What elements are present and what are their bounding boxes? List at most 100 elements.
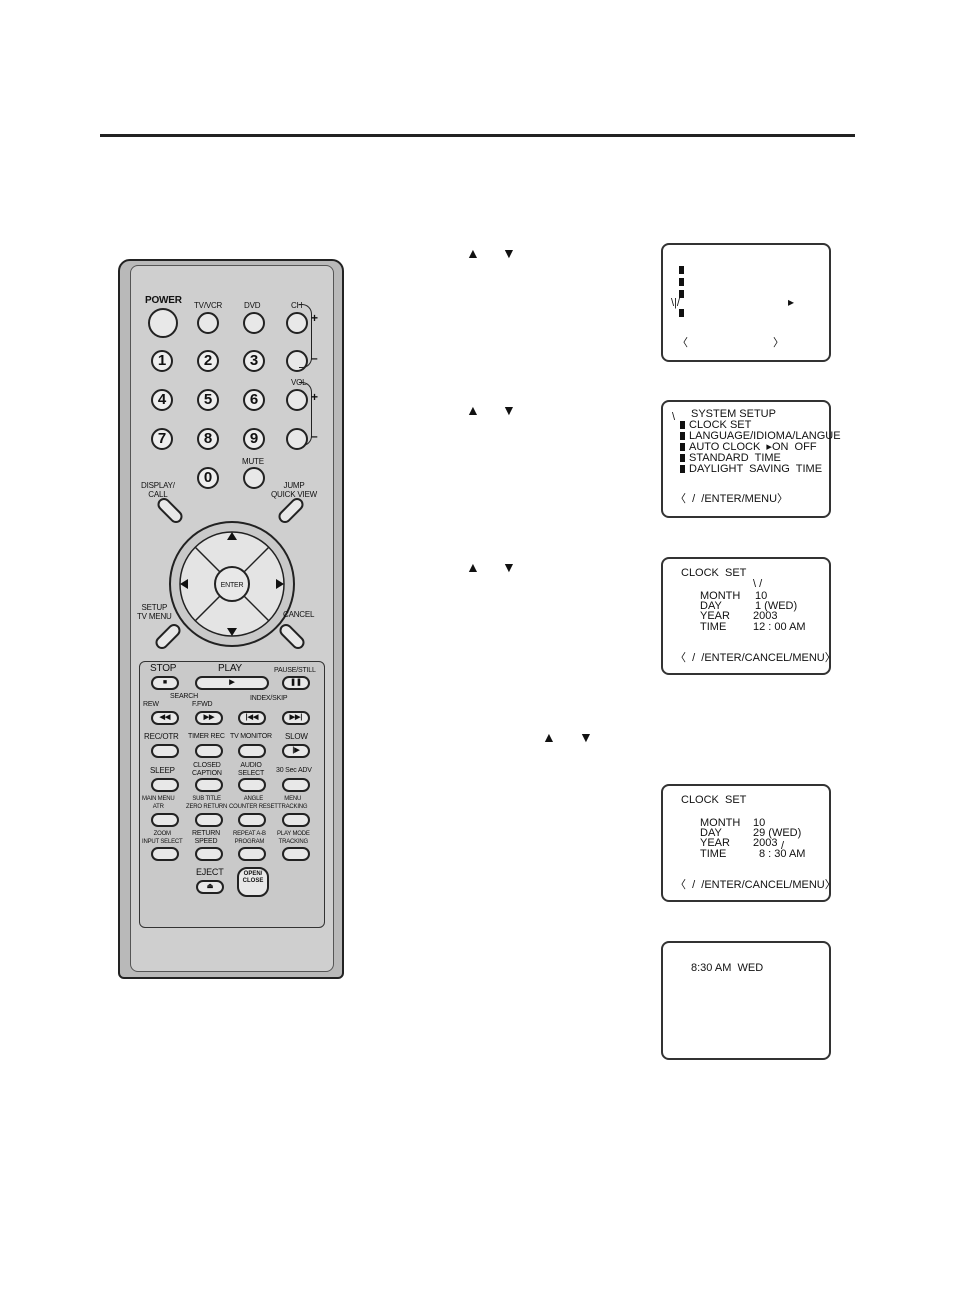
digit-6-button[interactable]: 6 [243,389,265,411]
year-value: 2003 [753,837,778,849]
menu-tracking-button[interactable] [282,813,310,827]
zoom-button[interactable] [151,847,179,861]
repeat-button[interactable] [238,847,266,861]
day-value: 29 (WED) [753,827,802,839]
audio-select-button[interactable] [238,778,266,792]
year-label: YEAR [700,610,730,622]
eject-label: EJECT [196,867,224,877]
tvvcr-button[interactable] [197,312,219,334]
digit-3-button[interactable]: 3 [243,350,265,372]
screen-clock-set-initial: CLOCK SET MONTH DAY YEAR TIME 10 1 (WED)… [661,557,836,675]
time-value: 8 : 30 AM [759,848,806,860]
rec-otr-button[interactable] [151,744,179,758]
digit-0-button[interactable]: 0 [197,467,219,489]
screen-menu-blank: \|/ ▸ 〈 〉 [661,243,831,362]
nav-left-icon: 〈 [677,337,688,349]
rew-button[interactable]: ◀◀ [151,711,179,725]
tvvcr-label: TV/VCR [194,301,223,310]
tv-monitor-button[interactable] [238,744,266,758]
year-label: YEAR [700,837,730,849]
menu-item-daylight-saving: DAYLIGHT SAVING TIME [680,464,822,475]
stop-label: STOP [150,663,177,674]
closed-caption-button[interactable] [195,778,223,792]
nav-right-icon: 〉 [773,337,784,349]
tv-monitor-label: TV MONITOR [230,733,272,740]
timer-rec-label: TIMER REC [188,733,225,740]
step2-down-arrow-icon: ▼ [502,402,516,418]
transport-panel: STOP ■ PLAY ▶ PAUSE/STILL ❚❚ SEARCH REW … [139,661,325,928]
adv-button[interactable] [282,778,310,792]
vol-minus: – [311,429,318,443]
open-close-button[interactable]: OPEN/ CLOSE [237,867,269,897]
digit-4-button[interactable]: 4 [151,389,173,411]
digit-8-button[interactable]: 8 [197,428,219,450]
day-value: 1 (WED) [755,600,798,612]
return-speed-button[interactable] [195,847,223,861]
blink-cursor-icon: \|/ [671,297,680,309]
screen-system-setup: \ SYSTEM SETUP CLOCK SET LANGUAGE/IDIOMA… [661,400,841,518]
eject-button[interactable]: ⏏ [196,880,224,894]
pause-label: PAUSE/STILL [274,667,316,674]
sleep-button[interactable] [151,778,179,792]
sub-title-label: SUB TITLE ZERO RETURN [186,796,228,810]
remote-control: POWER TV/VCR DVD CH + – 1 2 3 4 5 6 VOL … [118,259,344,979]
time-label: TIME [700,621,727,633]
vol-down-button[interactable] [286,428,308,450]
vol-up-button[interactable] [286,389,308,411]
pause-button[interactable]: ❚❚ [282,676,310,690]
slow-button[interactable]: |▶ [282,744,310,758]
year-value: 2003 [753,610,778,622]
display-label: DISPLAY/ CALL [141,481,175,499]
dvd-label: DVD [244,301,261,310]
timer-rec-button[interactable] [195,744,223,758]
month-value: 10 [753,817,766,829]
enter-label: ENTER [220,582,244,589]
mute-label: MUTE [242,457,264,466]
angle-button[interactable] [238,813,266,827]
step1-down-arrow-icon: ▼ [502,245,516,261]
skip-forward-button[interactable]: ▶▶| [282,711,310,725]
sleep-label: SLEEP [150,766,175,775]
digit-2-button[interactable]: 2 [197,350,219,372]
dvd-button[interactable] [243,312,265,334]
digit-5-button[interactable]: 5 [197,389,219,411]
main-menu-button[interactable] [151,813,179,827]
step2-up-arrow-icon: ▲ [466,402,480,418]
digit-9-button[interactable]: 9 [243,428,265,450]
sub-title-button[interactable] [195,813,223,827]
menu-item-language: LANGUAGE/IDIOMA/LANGUE [680,431,841,442]
screen-clock-set-final: CLOCK SET MONTH DAY YEAR TIME 10 29 (WED… [661,784,836,902]
index-skip-label: INDEX/SKIP [250,695,288,702]
skip-back-button[interactable]: |◀◀ [238,711,266,725]
rew-label: REW [143,701,159,708]
ch-plus: + [311,311,318,325]
navigation-pad[interactable] [167,519,297,649]
ch-up-button[interactable] [286,312,308,334]
cancel-label: CANCEL [283,610,315,619]
menu-item-clock-set: CLOCK SET [680,420,751,431]
digit-1-button[interactable]: 1 [151,350,173,372]
play-button[interactable]: ▶ [195,676,269,690]
play-mode-button[interactable] [282,847,310,861]
power-button[interactable] [148,308,178,338]
angle-label: ANGLE COUNTER RESET [229,796,278,810]
main-menu-label: MAIN MENU ATR [142,796,175,810]
clock-set-title: CLOCK SET [681,794,747,806]
stop-button[interactable]: ■ [151,676,179,690]
blink-cursor-icon: \ / [753,578,763,590]
ffwd-button[interactable]: ▶▶ [195,711,223,725]
blink-cursor-icon: / [781,840,785,852]
jump-label: JUMP QUICK VIEW [271,481,318,499]
mute-button[interactable] [243,467,265,489]
digit-7-button[interactable]: 7 [151,428,173,450]
menu-item-standard-time: STANDARD TIME [680,453,781,464]
time-value: 12 : 00 AM [753,621,806,633]
power-label: POWER [145,295,182,306]
vol-label: VOL [291,378,307,387]
step1-up-arrow-icon: ▲ [466,245,480,261]
audio-select-label: AUDIO SELECT [238,762,265,777]
menu-marker [679,265,688,276]
step3-up-arrow-icon: ▲ [466,559,480,575]
step4-down-arrow-icon: ▼ [579,729,593,745]
step3-down-arrow-icon: ▼ [502,559,516,575]
